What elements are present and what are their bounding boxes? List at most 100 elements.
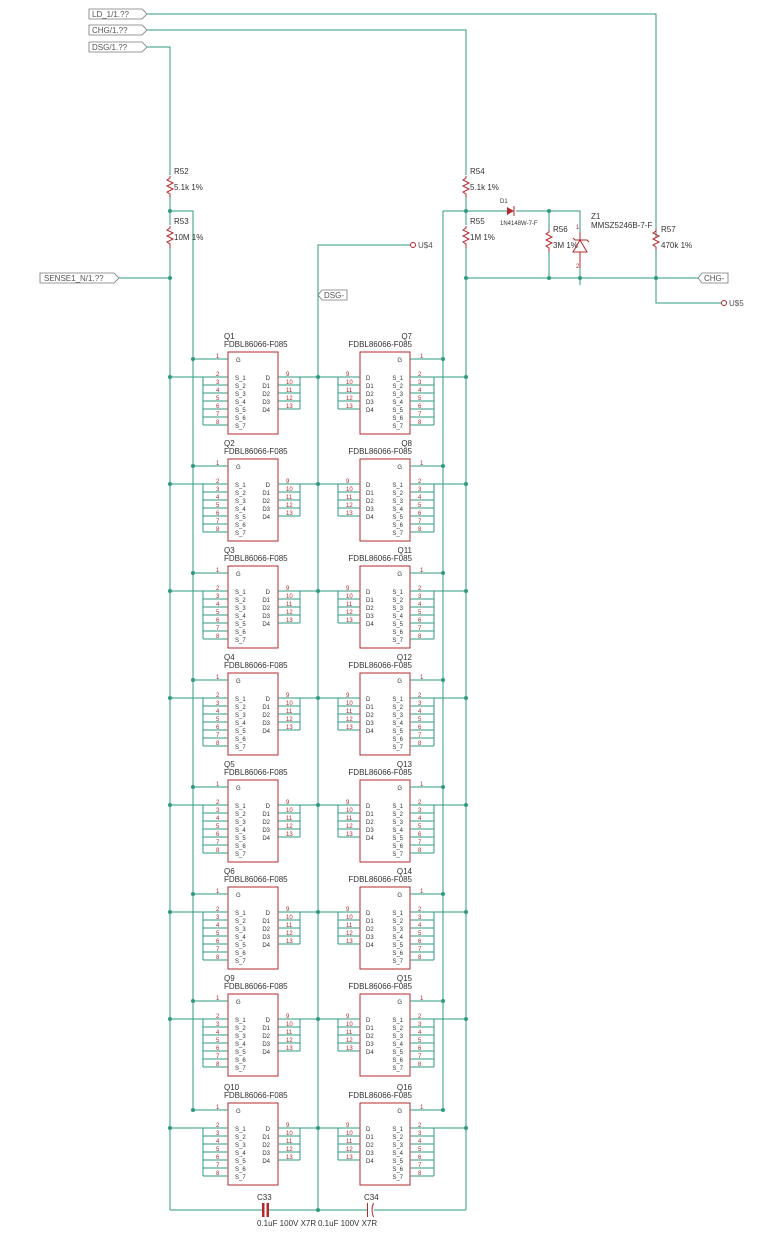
mosfet-pin-num: 1	[420, 1105, 424, 1111]
mosfet-pin-name: S_2	[392, 1135, 403, 1141]
mosfet-pin-name: S_7	[392, 531, 403, 537]
mosfet-pin-name: D4	[262, 729, 270, 735]
mosfet-pin-name: D	[266, 804, 271, 810]
mosfet-pin-num: 8	[216, 848, 220, 854]
mosfet-ref: Q15	[397, 974, 413, 983]
mosfet-part: FDBL86066-F085	[224, 982, 288, 991]
mosfet-pin-num: 1	[216, 568, 220, 574]
mosfet-pin-num: 7	[216, 519, 220, 525]
mosfet-pin-num: 13	[286, 725, 293, 731]
mosfet-pin-name: S_4	[392, 721, 403, 727]
mosfet-pin-name: S_5	[235, 943, 246, 949]
mosfet-pin-num: 10	[346, 808, 353, 814]
mosfet-pin-name: S_1	[235, 697, 246, 703]
connector-u5-label: U$5	[729, 299, 744, 308]
mosfet-pin-num: 9	[286, 907, 290, 913]
net-label-dsg-minus: DSG-	[324, 291, 344, 300]
mosfet-array: Q1FDBL86066-F085G12S_13S_24S_35S_46S_57S…	[168, 332, 468, 1186]
mosfet-part: FDBL86066-F085	[224, 340, 288, 349]
mosfet-part: FDBL86066-F085	[348, 875, 412, 884]
net-label-chg-minus: CHG-	[704, 274, 725, 283]
mosfet-pin-num: 13	[286, 939, 293, 945]
mosfet-pin-num: 12	[286, 1147, 293, 1153]
mosfet-pin-num: 2	[216, 479, 220, 485]
mosfet-pin-name: D	[266, 1018, 271, 1024]
mosfet-pin-num: 8	[418, 955, 422, 961]
mosfet-pin-num: 7	[216, 412, 220, 418]
mosfet-pin-name: S_1	[235, 590, 246, 596]
mosfet-pin-name: D1	[262, 491, 270, 497]
mosfet-pin-name: D1	[366, 919, 374, 925]
mosfet-pin-num: 7	[418, 1163, 422, 1169]
mosfet-pin-num: 10	[346, 380, 353, 386]
mosfet-pin-num: 13	[286, 1155, 293, 1161]
mosfet-ref: Q10	[224, 1083, 240, 1092]
mosfet-pin-num: 6	[418, 511, 422, 517]
net-flag-dsg: DSG/1.??	[88, 41, 148, 53]
mosfet-pin-name: S_4	[392, 935, 403, 941]
mosfet-pin-num: 8	[418, 420, 422, 426]
mosfet-pin-name: S_5	[392, 1050, 403, 1056]
mosfet-pin-name: D	[266, 1127, 271, 1133]
mosfet-pin-name: S_7	[392, 959, 403, 965]
mosfet-ref: Q5	[224, 760, 235, 769]
mosfet-pin-name: S_2	[235, 384, 246, 390]
mosfet-pin-num: 2	[418, 1123, 422, 1129]
mosfet-pin-num: 5	[216, 396, 220, 402]
mosfet-pin-num: 12	[346, 1038, 353, 1044]
mosfet-pin-num: 4	[418, 388, 422, 394]
mosfet-pin-num: 3	[418, 915, 422, 921]
mosfet-pin-num: 8	[418, 1062, 422, 1068]
mosfet-pin-name: S_1	[235, 483, 246, 489]
mosfet-pin-name: D2	[366, 499, 374, 505]
mosfet-pin-num: 6	[418, 618, 422, 624]
mosfet-pin-num: 7	[418, 412, 422, 418]
mosfet-pin-num: 1	[216, 889, 220, 895]
capacitor-ref: C34	[364, 1193, 379, 1202]
zener-z1: 1 2 Z1 MMSZ5246B-7-F	[572, 212, 652, 270]
mosfet-pin-name: D4	[262, 622, 270, 628]
mosfet-pin-name: D	[266, 590, 271, 596]
mosfet-pin-num: 10	[286, 1131, 293, 1137]
mosfet-pin-num: 8	[216, 527, 220, 533]
mosfet-pin-name: S_6	[392, 416, 403, 422]
mosfet-pin-num: 7	[418, 733, 422, 739]
net-label-sense: SENSE1_N/1.??	[44, 274, 104, 283]
mosfet-pin-name: D	[266, 911, 271, 917]
mosfet-pin-name: S_1	[235, 1127, 246, 1133]
mosfet-pin-num: 12	[286, 396, 293, 402]
net-label-dsg: DSG/1.??	[92, 43, 128, 52]
mosfet-pin-num: 3	[216, 594, 220, 600]
mosfet-pin-num: 2	[216, 1014, 220, 1020]
mosfet-pin-name: S_5	[235, 729, 246, 735]
mosfet-pin-num: 5	[216, 503, 220, 509]
mosfet-pin-name: D3	[366, 614, 374, 620]
mosfet-pin-num: 6	[216, 1155, 220, 1161]
mosfet-pin-name: D4	[366, 836, 374, 842]
resistor-r56: R56 3M 1%	[544, 225, 578, 252]
mosfet-pin-num: 1	[216, 996, 220, 1002]
mosfet-pin-name: D4	[366, 1050, 374, 1056]
mosfet-pin-num: 9	[346, 586, 350, 592]
mosfet-pin-name: S_4	[235, 935, 246, 941]
mosfet-pin-name: S_7	[392, 424, 403, 430]
mosfet-pin-name: S_1	[392, 1127, 403, 1133]
mosfet-pin-name: S_5	[392, 622, 403, 628]
resistor-ref: R57	[661, 225, 676, 234]
mosfet-pin-name: D2	[366, 713, 374, 719]
capacitor-value: 0.1uF 100V X7R	[318, 1219, 377, 1228]
mosfet-pin-name: S_6	[392, 844, 403, 850]
mosfet-pin-num: 1	[216, 782, 220, 788]
resistor-r55: R55 1M 1%	[461, 217, 495, 248]
connector-u4-label: U$4	[418, 241, 433, 250]
mosfet-pin-num: 10	[286, 1022, 293, 1028]
mosfet-pin-num: 9	[286, 693, 290, 699]
mosfet-pin-name: D2	[366, 820, 374, 826]
mosfet-pin-num: 11	[346, 1030, 353, 1036]
mosfet-pin-name: S_3	[235, 713, 246, 719]
mosfet-pin-name: S_2	[235, 812, 246, 818]
mosfet-pin-name: G	[397, 358, 402, 364]
mosfet-pin-name: S_7	[392, 638, 403, 644]
mosfet-pin-num: 9	[346, 907, 350, 913]
mosfet-pin-name: D3	[366, 400, 374, 406]
